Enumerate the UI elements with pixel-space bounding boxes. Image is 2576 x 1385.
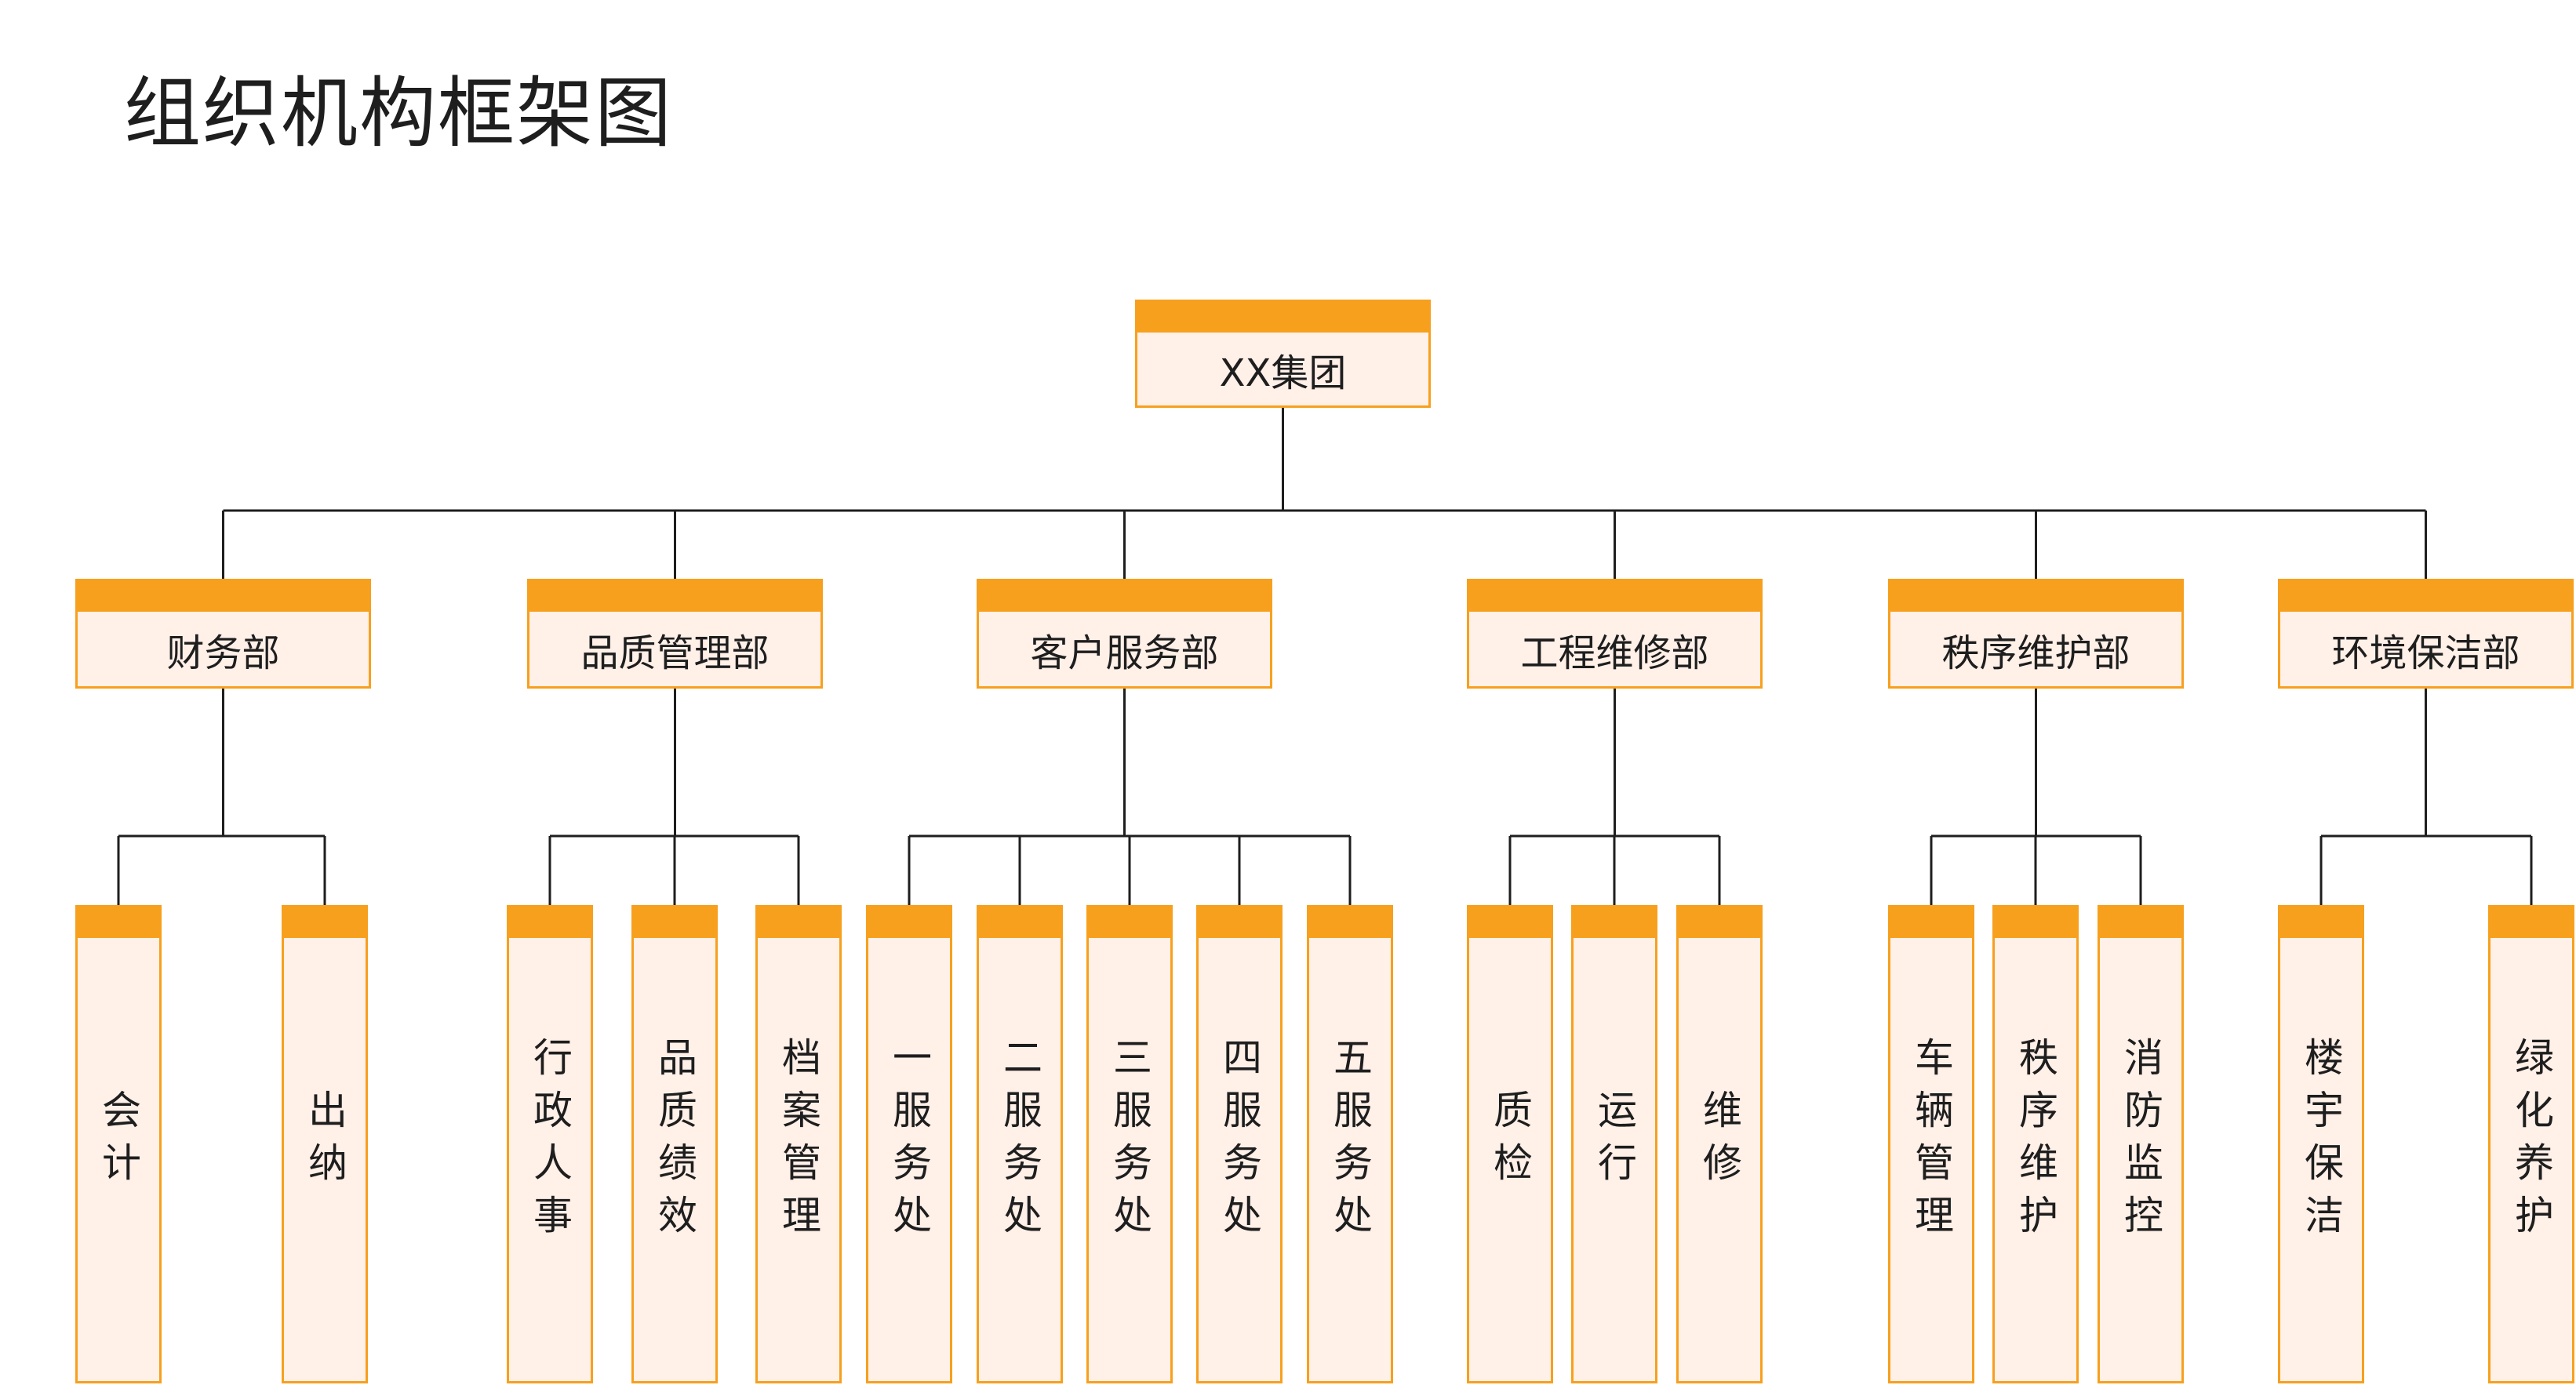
department-label: 秩序维护部 [1941,631,2130,675]
department-node-order-maintenance: 秩序维护部 [1888,579,2184,689]
unit-label: 品质绩效 [652,1037,697,1247]
unit-node: 秩序维护 [1992,905,2079,1383]
department-node-engineering: 工程维修部 [1467,579,1763,689]
unit-label: 四服务处 [1217,1037,1262,1247]
node-header-bar [631,905,718,938]
node-header-bar [507,905,593,938]
unit-node: 楼宇保洁 [2278,905,2364,1383]
department-label: 品质管理部 [580,631,770,675]
node-header-bar [1888,579,2184,612]
root-node: XX集团 [1135,300,1431,408]
node-header-bar [1467,579,1763,612]
unit-node: 质检 [1467,905,1553,1383]
department-label: 环境保洁部 [2331,631,2520,675]
unit-label: 绿化养护 [2509,1037,2554,1247]
node-header-bar [527,579,823,612]
department-label: 客户服务部 [1030,631,1219,675]
node-header-bar [1135,300,1431,333]
department-node-environment: 环境保洁部 [2278,579,2574,689]
node-header-bar [75,905,162,938]
node-header-bar [1086,905,1173,938]
unit-node: 档案管理 [755,905,842,1383]
unit-node: 行政人事 [507,905,593,1383]
unit-node: 绿化养护 [2488,905,2574,1383]
department-label: 财务部 [166,631,280,675]
unit-label: 秩序维护 [2013,1037,2058,1247]
unit-label: 行政人事 [527,1037,573,1247]
department-node-quality: 品质管理部 [527,579,823,689]
node-header-bar [2488,905,2574,938]
node-header-bar [2098,905,2184,938]
unit-label: 三服务处 [1107,1037,1152,1247]
department-node-finance: 财务部 [75,579,371,689]
unit-node: 二服务处 [977,905,1063,1383]
node-header-bar [1307,905,1393,938]
unit-node: 车辆管理 [1888,905,1974,1383]
node-header-bar [866,905,952,938]
node-header-bar [755,905,842,938]
unit-label: 质检 [1487,1089,1533,1194]
unit-node: 出纳 [282,905,368,1383]
unit-label: 运行 [1592,1089,1637,1194]
department-node-customer-service: 客户服务部 [977,579,1272,689]
node-header-bar [1196,905,1283,938]
unit-node: 三服务处 [1086,905,1173,1383]
node-header-bar [977,579,1272,612]
node-header-bar [2278,579,2574,612]
node-header-bar [2278,905,2364,938]
unit-label: 二服务处 [997,1037,1042,1247]
unit-node: 运行 [1571,905,1657,1383]
node-header-bar [1676,905,1763,938]
page-title: 组织机构框架图 [124,69,674,158]
unit-node: 一服务处 [866,905,952,1383]
unit-label: 楼宇保洁 [2298,1037,2344,1247]
unit-label: 一服务处 [886,1037,932,1247]
unit-node: 消防监控 [2098,905,2184,1383]
node-header-bar [282,905,368,938]
node-header-bar [977,905,1063,938]
unit-label: 档案管理 [776,1037,821,1247]
unit-node: 会计 [75,905,162,1383]
unit-label: 五服务处 [1327,1037,1373,1247]
unit-label: 维修 [1697,1089,1742,1194]
node-header-bar [75,579,371,612]
unit-node: 维修 [1676,905,1763,1383]
unit-label: 会计 [96,1089,141,1194]
unit-label: 消防监控 [2118,1037,2163,1247]
unit-node: 四服务处 [1196,905,1283,1383]
department-label: 工程维修部 [1520,631,1709,675]
root-label: XX集团 [1219,351,1347,395]
unit-node: 五服务处 [1307,905,1393,1383]
node-header-bar [1467,905,1553,938]
node-header-bar [1888,905,1974,938]
node-header-bar [1992,905,2079,938]
unit-node: 品质绩效 [631,905,718,1383]
unit-label: 车辆管理 [1908,1037,1954,1247]
unit-label: 出纳 [302,1089,347,1194]
node-header-bar [1571,905,1657,938]
